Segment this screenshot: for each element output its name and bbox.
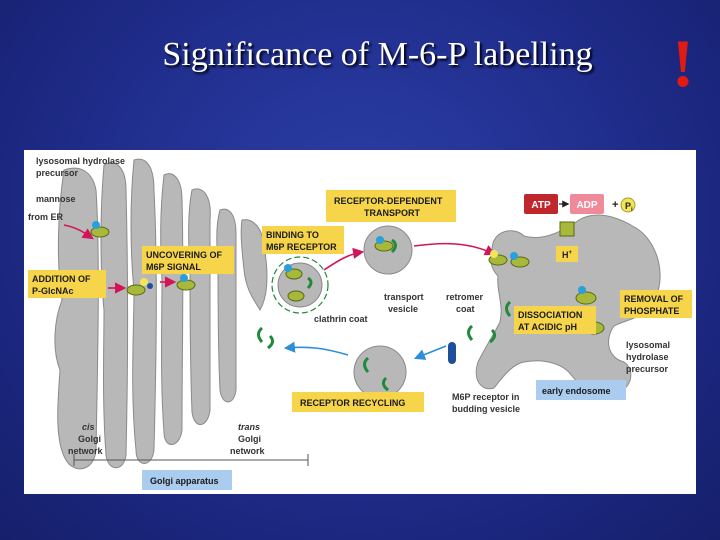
retromer-coat-label-2: coat	[456, 304, 475, 314]
clathrin-coat-label: clathrin coat	[314, 314, 368, 324]
svg-text:AT ACIDIC pH: AT ACIDIC pH	[518, 322, 577, 332]
golgi-hydrolase-markers	[90, 221, 196, 296]
svg-text:PHOSPHATE: PHOSPHATE	[624, 306, 679, 316]
h-plus-box	[556, 246, 578, 262]
m6p-budding-label-1: M6P receptor in	[452, 392, 519, 402]
pi-circle	[620, 197, 636, 213]
svg-text:M6P SIGNAL: M6P SIGNAL	[146, 262, 201, 272]
transport-arrow-2	[413, 242, 497, 256]
svg-text:RECEPTOR-DEPENDENT: RECEPTOR-DEPENDENT	[334, 196, 443, 206]
transport-vesicle-label-2: vesicle	[388, 304, 418, 314]
hydrolase-precursor-label-1: lysosomal hydrolase	[36, 156, 125, 166]
dissociation-box: DISSOCIATION AT ACIDIC pH	[514, 306, 596, 334]
receptor-recycling-box: RECEPTOR RECYCLING	[292, 392, 424, 412]
m6p-budding-label-2: budding vesicle	[452, 404, 520, 414]
binding-box: BINDING TO M6P RECEPTOR	[262, 226, 344, 254]
cis-network-label: network	[68, 446, 104, 456]
transport-vesicle-label-1: transport	[384, 292, 424, 302]
svg-text:M6P RECEPTOR: M6P RECEPTOR	[266, 242, 337, 252]
adp-box	[570, 194, 604, 214]
clathrin-coated-bud	[271, 256, 329, 314]
recycling-arrow-2	[283, 341, 349, 356]
mannose-label: mannose	[36, 194, 76, 204]
slide-title: Significance of M-6-P labelling	[162, 36, 593, 73]
retromer-coat-label-1: retromer	[446, 292, 484, 302]
atpase-pump	[559, 221, 575, 237]
recycling-vesicle	[353, 345, 407, 399]
lys-hydrolase-label-2: hydrolase	[626, 352, 669, 362]
hydrolase-precursor-label-2: precursor	[36, 168, 79, 178]
m6p-pathway-figure: ATP ADP + Pi H+ lysosomal hydrolase prec…	[24, 150, 696, 494]
svg-text:DISSOCIATION: DISSOCIATION	[518, 310, 582, 320]
svg-text:BINDING TO: BINDING TO	[266, 230, 319, 240]
receptor-transport-box: RECEPTOR-DEPENDENT TRANSPORT	[326, 190, 456, 222]
early-endosome-box: early endosome	[536, 380, 626, 400]
transport-vesicle	[363, 225, 413, 275]
cis-golgi-label: Golgi	[78, 434, 101, 444]
lys-hydrolase-label-3: precursor	[626, 364, 669, 374]
svg-text:REMOVAL OF: REMOVAL OF	[624, 294, 684, 304]
removal-box: REMOVAL OF PHOSPHATE	[620, 290, 692, 318]
recycling-arrow-1	[413, 345, 447, 360]
adp-label: ADP	[576, 200, 597, 211]
addition-box: ADDITION OF P-GlcNAc	[28, 270, 106, 298]
cis-label: cis	[82, 422, 95, 432]
svg-text:early endosome: early endosome	[542, 386, 611, 396]
svg-text:Golgi apparatus: Golgi apparatus	[150, 476, 219, 486]
exclamation-mark: !	[671, 25, 695, 101]
transport-arrow-1	[323, 247, 365, 271]
svg-text:TRANSPORT: TRANSPORT	[364, 208, 421, 218]
atp-label: ATP	[531, 200, 551, 211]
trans-golgi-label: Golgi	[238, 434, 261, 444]
svg-text:ADDITION OF: ADDITION OF	[32, 274, 91, 284]
golgi-apparatus-box: Golgi apparatus	[142, 470, 232, 490]
golgi-receptors	[257, 326, 275, 350]
svg-text:P-GlcNAc: P-GlcNAc	[32, 286, 74, 296]
atp-box	[524, 194, 558, 214]
svg-text:UNCOVERING OF: UNCOVERING OF	[146, 250, 223, 260]
trans-network-label: network	[230, 446, 266, 456]
from-er-label: from ER	[28, 212, 64, 222]
h-plus-label: H+	[562, 250, 573, 260]
m6p-pathway-diagram: ATP ADP + Pi H+ lysosomal hydrolase prec…	[28, 156, 692, 490]
svg-text:RECEPTOR RECYCLING: RECEPTOR RECYCLING	[300, 398, 405, 408]
plus-sign: +	[612, 199, 618, 211]
uncovering-box: UNCOVERING OF M6P SIGNAL	[142, 246, 234, 274]
trans-label: trans	[238, 422, 260, 432]
er-entry-arrow	[63, 224, 94, 240]
lys-hydrolase-label-1: lysosomal	[626, 340, 670, 350]
pi-label: Pi	[625, 201, 633, 213]
